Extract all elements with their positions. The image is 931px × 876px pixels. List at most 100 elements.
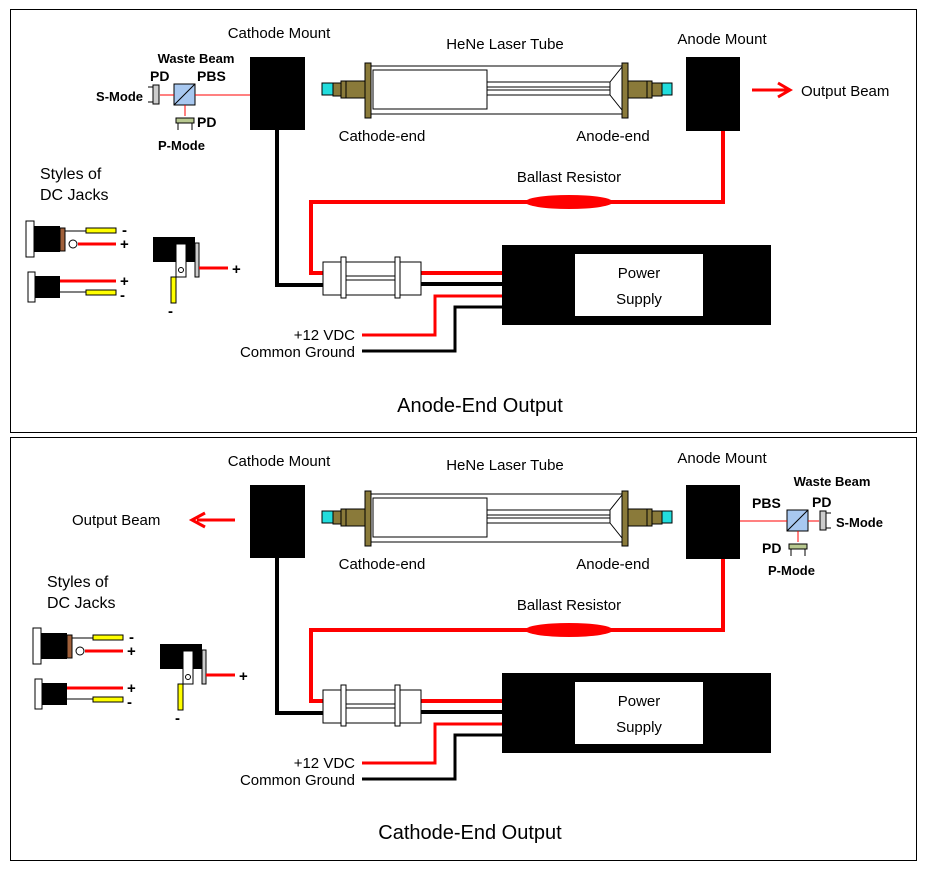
anode-wire bbox=[309, 559, 725, 703]
jack-flange bbox=[34, 678, 43, 710]
cathode-mount bbox=[250, 485, 305, 558]
p-mode-photodiode bbox=[175, 117, 195, 124]
tube-flange bbox=[364, 490, 372, 547]
p-mode-photodiode bbox=[788, 543, 808, 550]
cathode-wire bbox=[275, 558, 325, 715]
s-mode-photodiode bbox=[152, 84, 160, 105]
p-mode-label: P-Mode bbox=[768, 563, 815, 578]
cathode-mount bbox=[250, 57, 305, 130]
power-supply-label: Supply bbox=[616, 719, 662, 736]
power-supply-label: Power bbox=[618, 693, 661, 710]
brass-fitting bbox=[345, 508, 366, 527]
connector-ring bbox=[394, 684, 401, 727]
connector-ring bbox=[340, 256, 347, 299]
brass-fitting bbox=[340, 80, 347, 99]
brass-fitting bbox=[651, 82, 663, 97]
minus-label: - bbox=[122, 222, 127, 239]
waste-beam-label: Waste Beam bbox=[794, 474, 871, 489]
connector-ring bbox=[340, 684, 347, 727]
tube-flange bbox=[364, 62, 372, 119]
plus-label: + bbox=[239, 668, 248, 685]
tube-flange bbox=[621, 490, 629, 547]
jack-lug-hole bbox=[185, 674, 191, 680]
pcb-jack-pin bbox=[201, 649, 207, 685]
jack-lug bbox=[68, 239, 78, 249]
hv-connector bbox=[322, 261, 422, 296]
ballast-resistor-label: Ballast Resistor bbox=[517, 169, 621, 186]
anode-end-label: Anode-end bbox=[576, 556, 649, 573]
vdc-label: +12 VDC bbox=[294, 327, 355, 344]
pd-s-label: PD bbox=[150, 68, 169, 84]
brass-fitting bbox=[627, 508, 648, 527]
pcb-jack-pin bbox=[194, 242, 200, 278]
s-mode-photodiode bbox=[819, 510, 827, 531]
power-supply-label-box bbox=[575, 254, 703, 316]
wire-negative bbox=[85, 227, 117, 234]
power-supply-label: Power bbox=[618, 265, 661, 282]
cathode-mount-label: Cathode Mount bbox=[228, 453, 331, 470]
minus-label: - bbox=[127, 694, 132, 711]
pd-s-label: PD bbox=[812, 494, 831, 510]
jack-lug bbox=[75, 646, 85, 656]
plus-label: + bbox=[120, 236, 129, 253]
pcb-jack-lug bbox=[175, 243, 187, 278]
s-mode-label: S-Mode bbox=[836, 515, 883, 530]
dc-jacks-title: Styles of bbox=[47, 574, 109, 591]
tube-cone bbox=[609, 66, 623, 111]
tube-label: HeNe Laser Tube bbox=[446, 457, 564, 474]
brass-fitting bbox=[340, 508, 347, 527]
pbs-label: PBS bbox=[752, 495, 781, 511]
anode-wire bbox=[309, 131, 725, 275]
power-supply-label-box bbox=[575, 682, 703, 744]
cathode-window bbox=[321, 510, 334, 524]
wire-negative bbox=[92, 696, 124, 703]
wire-negative bbox=[177, 683, 184, 711]
wire-negative bbox=[92, 634, 124, 641]
cathode-window bbox=[321, 82, 334, 96]
ground-wire bbox=[362, 305, 502, 353]
dc-jacks-title: Styles of bbox=[40, 166, 102, 183]
ballast-resistor-label: Ballast Resistor bbox=[517, 597, 621, 614]
jack-body bbox=[35, 276, 60, 298]
brass-fitting bbox=[345, 80, 366, 99]
output-beam-arrowhead bbox=[777, 81, 793, 99]
cathode-end-label: Cathode-end bbox=[339, 128, 426, 145]
pbs-diagonal bbox=[173, 83, 196, 106]
jack-washer bbox=[59, 227, 66, 252]
pcb-jack-body bbox=[153, 237, 195, 262]
s-mode-label: S-Mode bbox=[96, 89, 143, 104]
vdc-label: +12 VDC bbox=[294, 755, 355, 772]
minus-label: - bbox=[175, 710, 180, 727]
jack-flange bbox=[32, 627, 42, 665]
plus-label: + bbox=[127, 643, 136, 660]
cathode-can bbox=[372, 69, 488, 110]
anode-mount-label: Anode Mount bbox=[677, 450, 767, 467]
bore bbox=[486, 81, 611, 96]
jack-body bbox=[34, 226, 60, 252]
pd-p-label: PD bbox=[197, 114, 216, 130]
jack-washer bbox=[66, 634, 73, 659]
brass-fitting bbox=[646, 80, 653, 99]
brass-fitting bbox=[651, 510, 663, 525]
anode-mount-label: Anode Mount bbox=[677, 31, 767, 48]
waste-beam-label: Waste Beam bbox=[158, 51, 235, 66]
ballast-resistor bbox=[525, 623, 613, 637]
p-mode-label: P-Mode bbox=[158, 138, 205, 153]
ballast-resistor bbox=[525, 195, 613, 209]
jack-body bbox=[42, 683, 67, 705]
pbs-label: PBS bbox=[197, 68, 226, 84]
pcb-jack-lug bbox=[182, 650, 194, 685]
ground-label: Common Ground bbox=[240, 772, 355, 789]
brass-fitting bbox=[332, 510, 342, 525]
wire-negative bbox=[170, 276, 177, 304]
anode-end-label: Anode-end bbox=[576, 128, 649, 145]
vdc-wire bbox=[362, 294, 502, 337]
plus-label: + bbox=[127, 680, 136, 697]
power-supply-label: Supply bbox=[616, 291, 662, 308]
tube-label: HeNe Laser Tube bbox=[446, 36, 564, 53]
brass-fitting bbox=[332, 82, 342, 97]
output-beam-label: Output Beam bbox=[801, 83, 889, 100]
